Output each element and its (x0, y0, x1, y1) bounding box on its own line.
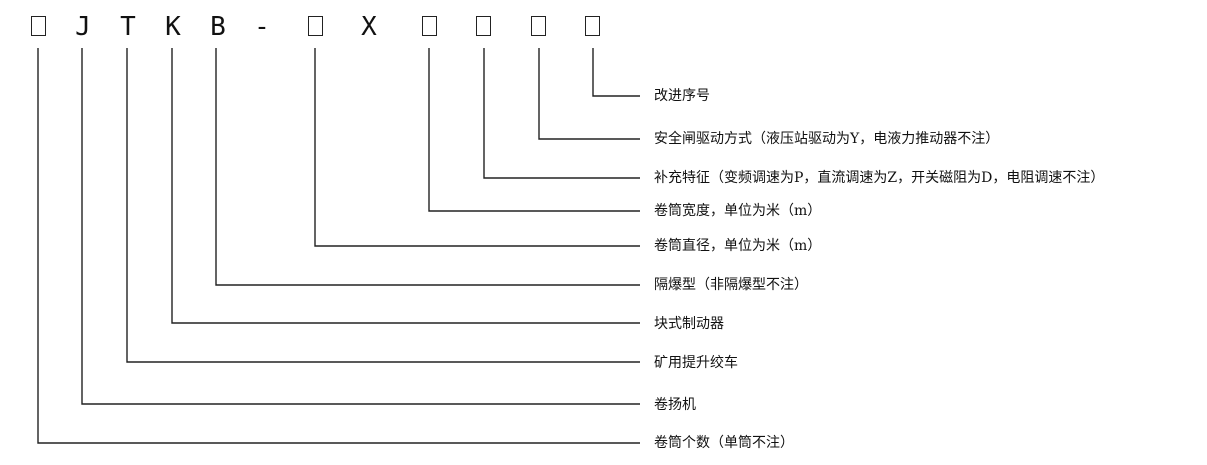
code-char-x: X (361, 12, 377, 42)
desc-drum-width: 卷筒宽度，单位为米（m） (654, 203, 822, 219)
desc-drum-diameter: 卷筒直径，单位为米（m） (654, 238, 822, 254)
leader-line-block-brake (171, 48, 640, 324)
desc-brake-drive: 安全闸驱动方式（液压站驱动为Y，电液力推动器不注） (654, 131, 1000, 147)
code-placeholder-drum-diameter (308, 16, 323, 36)
desc-mine-hoist: 矿用提升绞车 (654, 355, 738, 371)
desc-drum-count: 卷筒个数（单筒不注） (654, 435, 794, 451)
desc-winch: 卷扬机 (654, 397, 696, 413)
leader-line-revision (592, 48, 640, 97)
code-placeholder-brake-drive (531, 16, 546, 36)
code-char-b: B (210, 12, 226, 42)
leader-line-drum-count (37, 48, 640, 444)
leader-line-explosion-proof (215, 48, 640, 286)
leader-line-mine-hoist (126, 48, 640, 363)
code-char-t: T (120, 12, 136, 42)
leader-line-winch (81, 48, 640, 405)
leader-line-brake-drive (538, 48, 640, 140)
code-placeholder-drum-width (422, 16, 437, 36)
code-char-k: K (165, 12, 181, 42)
desc-block-brake: 块式制动器 (654, 316, 724, 332)
leader-line-drum-width (428, 48, 640, 212)
code-char-j: J (75, 12, 91, 42)
desc-explosion-proof: 隔爆型（非隔爆型不注） (654, 277, 808, 293)
code-placeholder-supplement (476, 16, 491, 36)
leader-line-supplement (483, 48, 640, 179)
desc-revision-number: 改进序号 (654, 88, 710, 104)
code-placeholder-revision (585, 16, 600, 36)
desc-supplement: 补充特征（变频调速为P，直流调速为Z，开关磁阻为D，电阻调速不注） (654, 170, 1105, 186)
leader-line-drum-diameter (314, 48, 640, 247)
code-char-dash: - (254, 12, 270, 42)
code-placeholder-drum-count (31, 16, 46, 36)
